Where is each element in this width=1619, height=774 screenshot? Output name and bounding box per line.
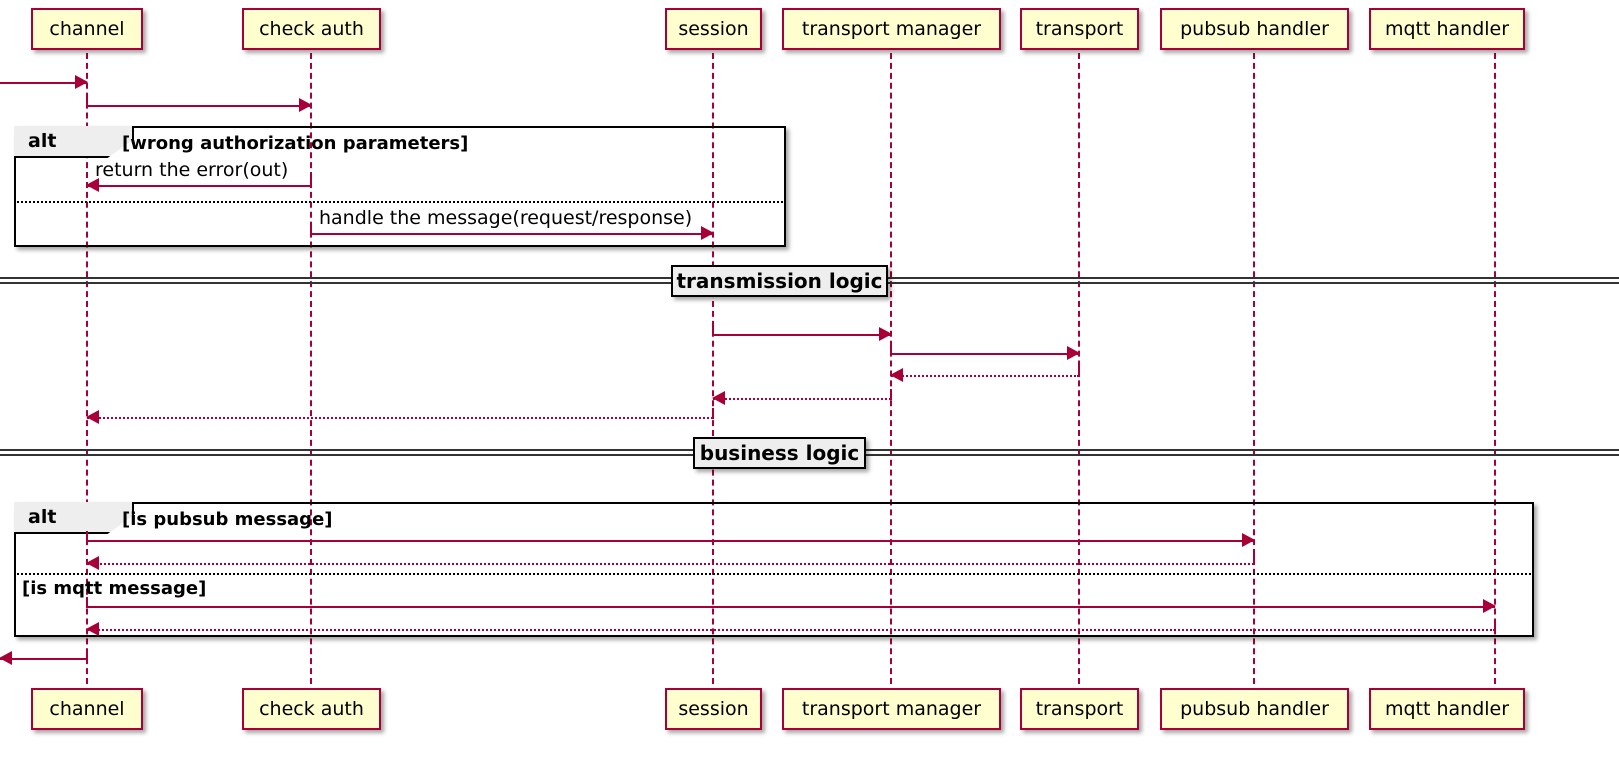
arrowhead-right bbox=[299, 98, 312, 112]
message-line bbox=[0, 82, 87, 84]
fragment-operator-alt2: alt bbox=[14, 502, 134, 534]
participant-top-channel[interactable]: channel bbox=[31, 8, 143, 50]
fragment-condition: [is mqtt message] bbox=[22, 578, 207, 599]
message-source-stub bbox=[86, 96, 88, 107]
message-line bbox=[87, 563, 1254, 565]
fragment-separator bbox=[14, 573, 1534, 575]
arrowhead-right bbox=[701, 226, 714, 240]
message-source-stub bbox=[86, 597, 88, 608]
arrowhead-left bbox=[0, 651, 12, 665]
message-line bbox=[311, 233, 713, 235]
message-label: handle the message(request/response) bbox=[319, 207, 693, 229]
arrowhead-left bbox=[86, 622, 99, 636]
participant-bottom-transport[interactable]: transport bbox=[1020, 688, 1139, 730]
participant-bottom-mqtt_handler[interactable]: mqtt handler bbox=[1369, 688, 1525, 730]
participant-top-session[interactable]: session bbox=[665, 8, 762, 50]
message-source-stub bbox=[890, 344, 892, 355]
message-label: return the error(out) bbox=[95, 159, 289, 181]
fragment-alt2 bbox=[14, 502, 1534, 637]
message-source-stub bbox=[1253, 554, 1255, 565]
divider-business-label: business logic bbox=[693, 437, 866, 469]
participant-bottom-session[interactable]: session bbox=[665, 688, 762, 730]
lifeline-mqtt_handler bbox=[1494, 53, 1496, 684]
participant-bottom-channel[interactable]: channel bbox=[31, 688, 143, 730]
lifeline-check_auth bbox=[310, 53, 312, 684]
message-source-stub bbox=[86, 531, 88, 542]
participant-top-mqtt_handler[interactable]: mqtt handler bbox=[1369, 8, 1525, 50]
message-line bbox=[87, 606, 1495, 608]
message-line bbox=[891, 353, 1079, 355]
participant-top-check_auth[interactable]: check auth bbox=[242, 8, 381, 50]
arrowhead-right bbox=[879, 327, 892, 341]
arrowhead-left bbox=[712, 391, 725, 405]
participant-bottom-transport_manager[interactable]: transport manager bbox=[782, 688, 1001, 730]
message-source-stub bbox=[310, 224, 312, 235]
message-source-stub bbox=[1494, 620, 1496, 631]
arrowhead-right bbox=[75, 75, 88, 89]
participant-top-transport_manager[interactable]: transport manager bbox=[782, 8, 1001, 50]
arrowhead-left bbox=[86, 178, 99, 192]
arrowhead-left bbox=[890, 368, 903, 382]
message-line bbox=[0, 658, 87, 660]
lifeline-pubsub_handler bbox=[1253, 53, 1255, 684]
message-line bbox=[87, 417, 713, 419]
fragment-operator-alt1: alt bbox=[14, 126, 134, 158]
message-source-stub bbox=[712, 408, 714, 419]
message-line bbox=[713, 398, 891, 400]
arrowhead-left bbox=[86, 556, 99, 570]
message-line bbox=[87, 540, 1254, 542]
participant-bottom-pubsub_handler[interactable]: pubsub handler bbox=[1160, 688, 1349, 730]
message-source-stub bbox=[1078, 366, 1080, 377]
message-source-stub bbox=[310, 176, 312, 187]
fragment-separator bbox=[14, 201, 786, 203]
lifeline-session bbox=[712, 53, 714, 684]
message-source-stub bbox=[712, 325, 714, 336]
participant-top-pubsub_handler[interactable]: pubsub handler bbox=[1160, 8, 1349, 50]
message-source-stub bbox=[86, 649, 88, 660]
arrowhead-right bbox=[1483, 599, 1496, 613]
arrowhead-left bbox=[86, 410, 99, 424]
message-line bbox=[891, 375, 1079, 377]
message-line bbox=[87, 185, 311, 187]
fragment-condition: [is pubsub message] bbox=[122, 509, 333, 530]
arrowhead-right bbox=[1067, 346, 1080, 360]
fragment-alt1 bbox=[14, 126, 786, 247]
fragment-condition: [wrong authorization parameters] bbox=[122, 133, 469, 154]
arrowhead-right bbox=[1242, 533, 1255, 547]
participant-bottom-check_auth[interactable]: check auth bbox=[242, 688, 381, 730]
message-line bbox=[713, 334, 891, 336]
message-source-stub bbox=[890, 389, 892, 400]
participant-top-transport[interactable]: transport bbox=[1020, 8, 1139, 50]
message-line bbox=[87, 629, 1495, 631]
divider-transmission-label: transmission logic bbox=[671, 265, 888, 297]
lifeline-channel bbox=[86, 53, 88, 684]
message-line bbox=[87, 105, 311, 107]
